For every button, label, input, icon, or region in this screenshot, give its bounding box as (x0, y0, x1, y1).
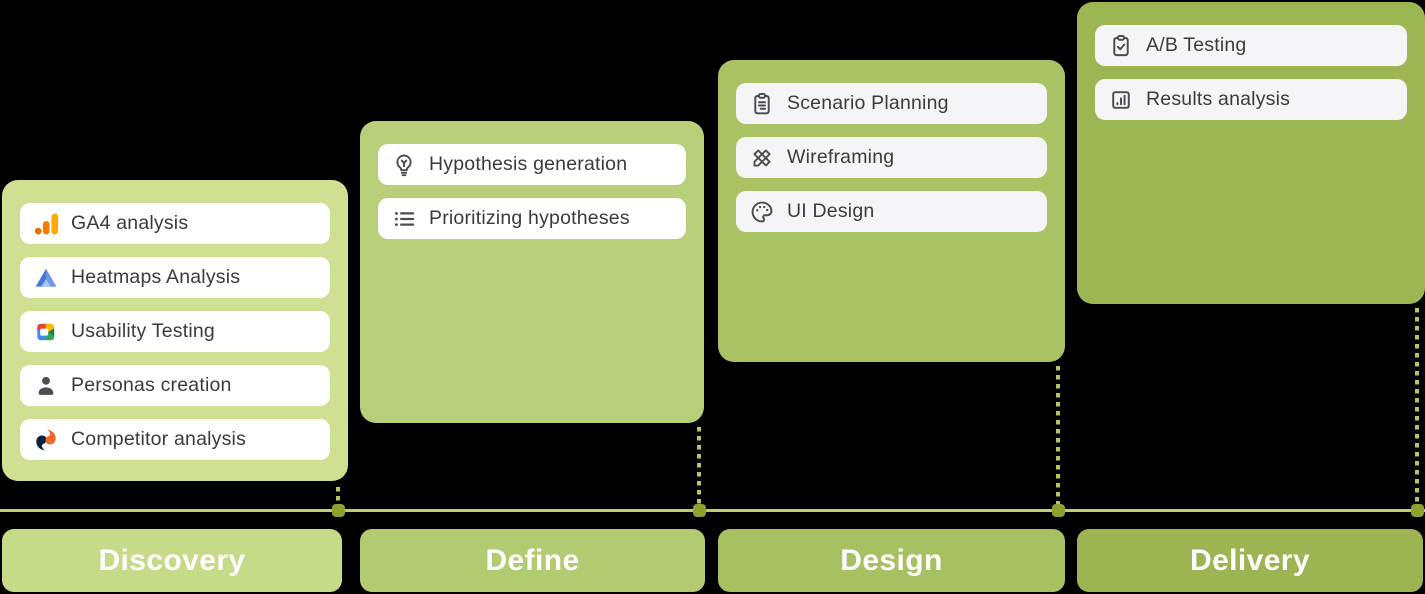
item-label: Wireframing (787, 146, 895, 168)
timeline-marker-define (693, 504, 706, 517)
connector-line-define (697, 427, 701, 507)
item-label: A/B Testing (1146, 34, 1247, 56)
item-usability-testing: Usability Testing (20, 311, 330, 352)
google-meet-icon (33, 319, 59, 345)
lightbulb-icon (391, 152, 417, 178)
connector-line-discovery (336, 487, 340, 507)
item-ui-design: UI Design (736, 191, 1047, 232)
phase-bar-design: Design (718, 529, 1065, 592)
phase-bar-label: Delivery (1190, 543, 1310, 577)
item-label: Prioritizing hypotheses (429, 207, 630, 229)
timeline-marker-discovery (332, 504, 345, 517)
timeline-marker-delivery (1411, 504, 1424, 517)
phase-card-define: Hypothesis generation Prioritizing hypot… (360, 121, 704, 423)
phase-card-delivery: A/B Testing Results analysis (1077, 2, 1425, 304)
item-wireframing: Wireframing (736, 137, 1047, 178)
pencil-ruler-icon (749, 145, 775, 171)
item-prioritizing-hypotheses: Prioritizing hypotheses (378, 198, 686, 239)
clipboard-check-icon (1108, 33, 1134, 59)
item-label: Personas creation (71, 374, 232, 396)
phase-bar-label: Design (840, 543, 943, 577)
connector-line-delivery (1415, 308, 1419, 507)
phase-card-discovery: GA4 analysis Heatmaps Analysis Usability… (2, 180, 348, 481)
phase-card-design: Scenario Planning Wireframing UI Design (718, 60, 1065, 362)
palette-icon (749, 199, 775, 225)
similarweb-icon (33, 427, 59, 453)
heatmap-triangle-icon (33, 265, 59, 291)
phase-bar-define: Define (360, 529, 705, 592)
item-ab-testing: A/B Testing (1095, 25, 1407, 66)
item-label: Hypothesis generation (429, 153, 628, 175)
item-ga4-analysis: GA4 analysis (20, 203, 330, 244)
item-label: Scenario Planning (787, 92, 949, 114)
item-personas-creation: Personas creation (20, 365, 330, 406)
clipboard-icon (749, 91, 775, 117)
item-scenario-planning: Scenario Planning (736, 83, 1047, 124)
item-label: Usability Testing (71, 320, 215, 342)
item-label: GA4 analysis (71, 212, 189, 234)
ga4-icon (33, 211, 59, 237)
item-label: Results analysis (1146, 88, 1291, 110)
bulleted-list-icon (391, 206, 417, 232)
phase-bar-label: Discovery (98, 543, 246, 577)
item-heatmaps-analysis: Heatmaps Analysis (20, 257, 330, 298)
bar-chart-square-icon (1108, 87, 1134, 113)
timeline-marker-design (1052, 504, 1065, 517)
item-hypothesis-generation: Hypothesis generation (378, 144, 686, 185)
item-results-analysis: Results analysis (1095, 79, 1407, 120)
item-label: Heatmaps Analysis (71, 266, 241, 288)
person-icon (33, 373, 59, 399)
timeline-line (0, 509, 1425, 512)
phase-bar-delivery: Delivery (1077, 529, 1423, 592)
phase-bar-discovery: Discovery (2, 529, 342, 592)
connector-line-design (1056, 366, 1060, 507)
item-competitor-analysis: Competitor analysis (20, 419, 330, 460)
item-label: Competitor analysis (71, 428, 247, 450)
item-label: UI Design (787, 200, 875, 222)
phase-bar-label: Define (485, 543, 580, 577)
